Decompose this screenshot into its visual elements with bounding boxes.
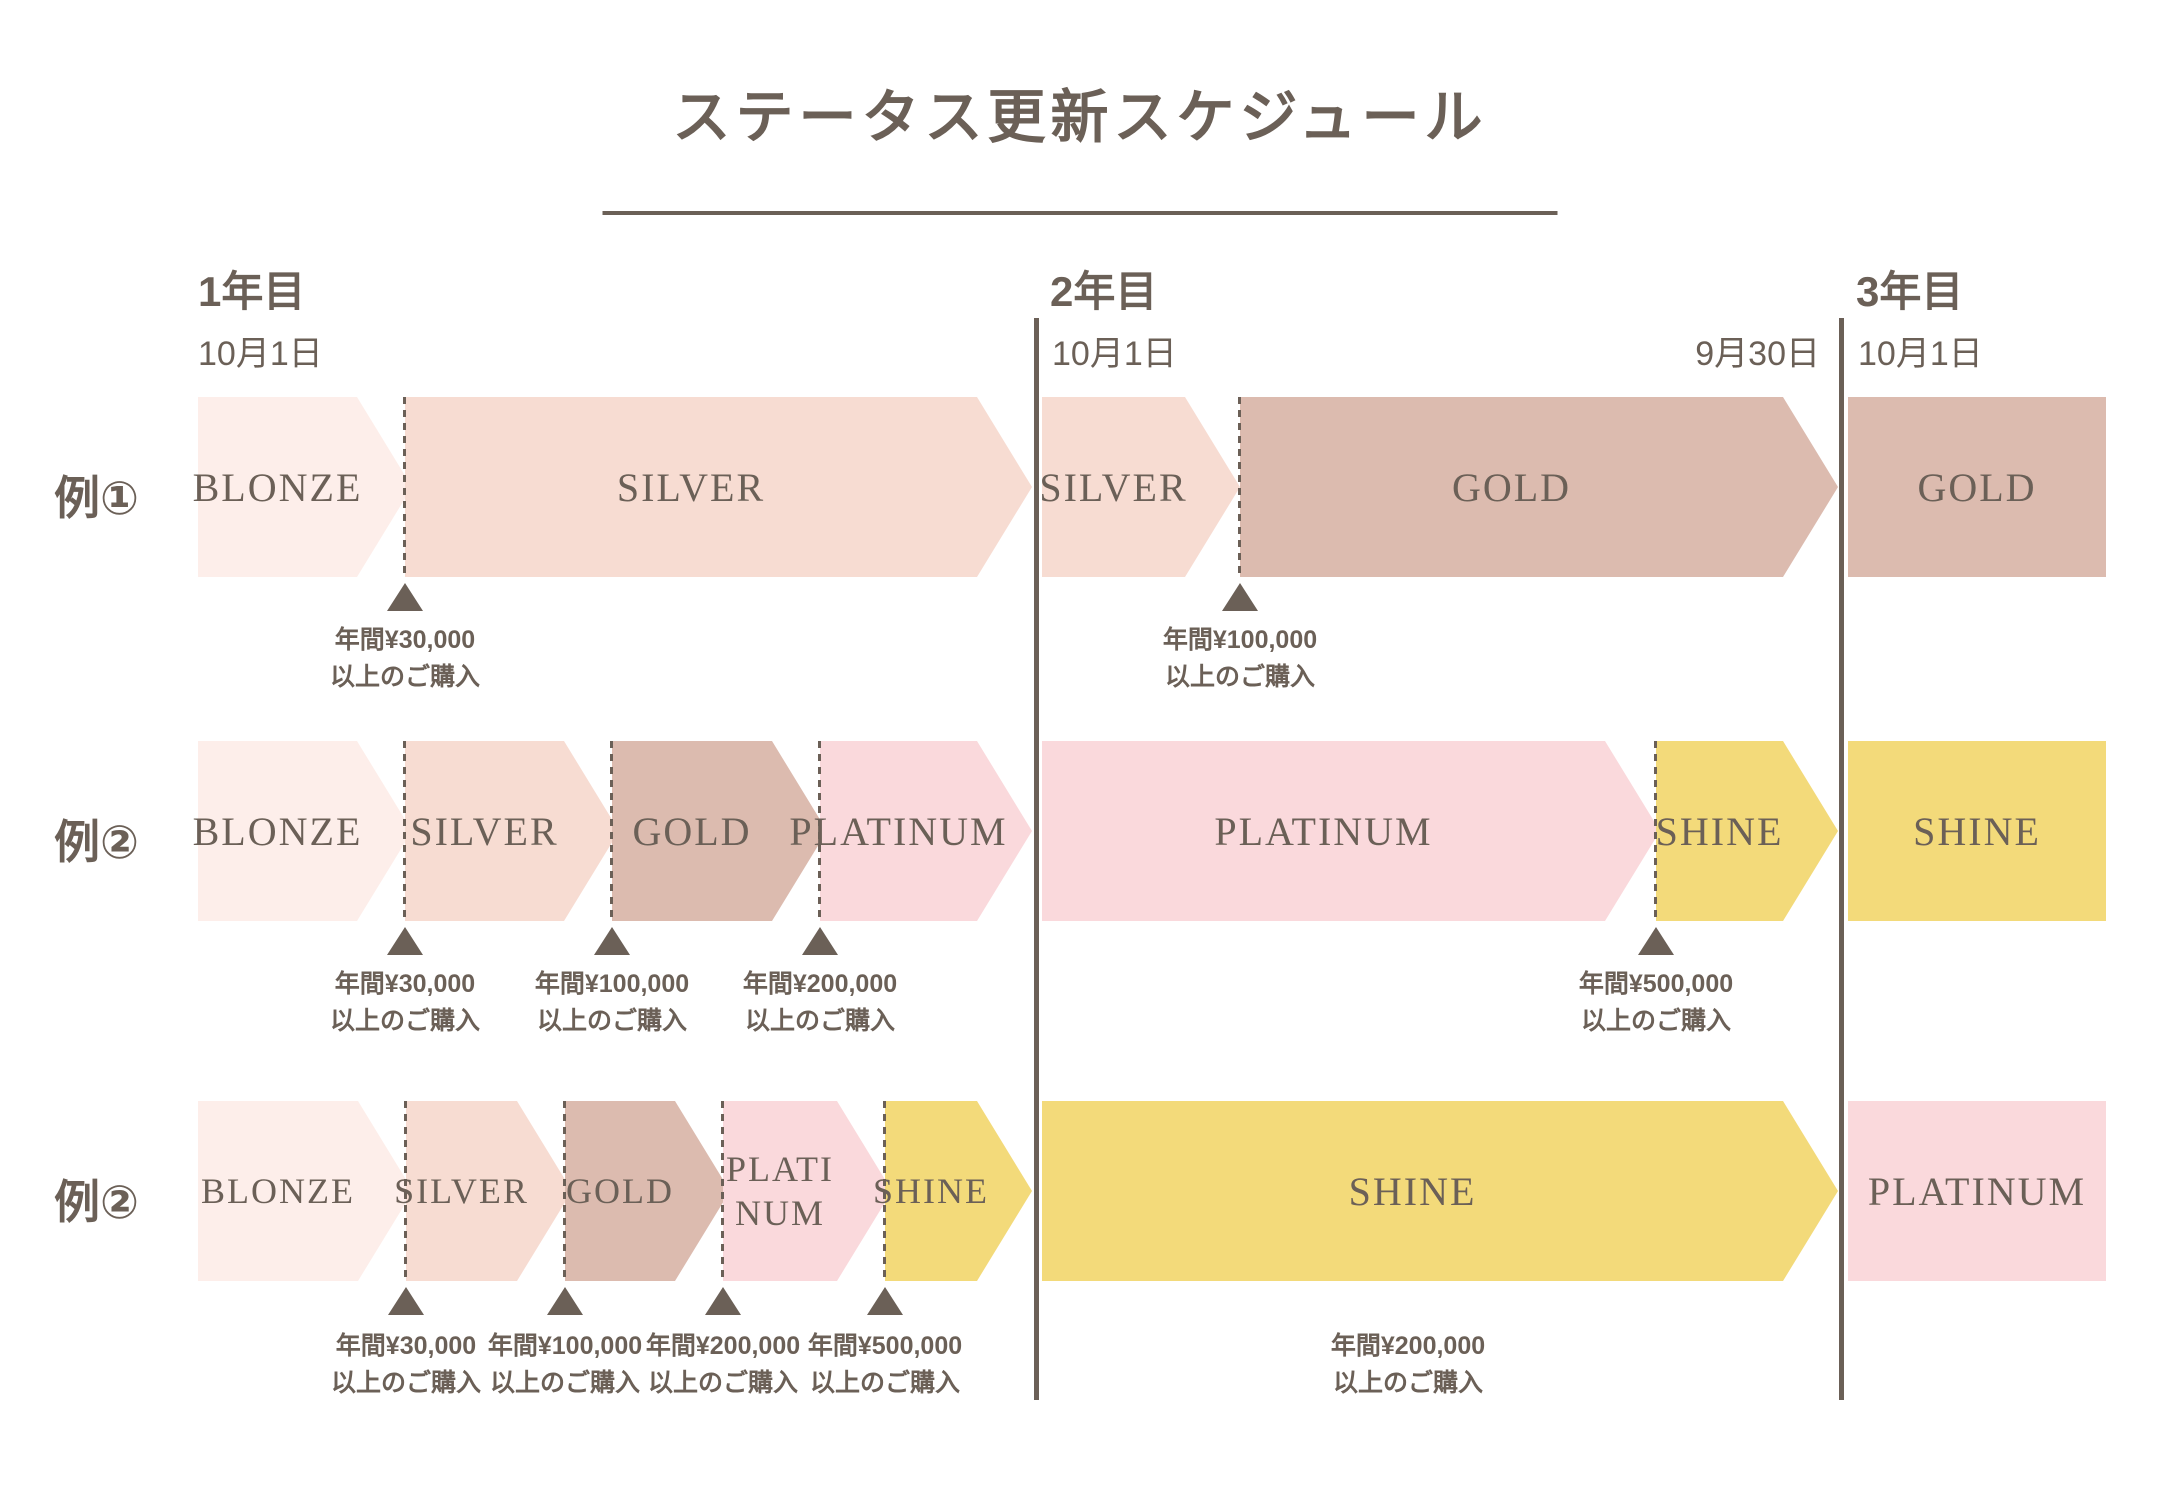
year-2-divider-line (1034, 318, 1039, 1400)
year-2-start-date: 10月1日 (1052, 335, 1177, 373)
status-change-dotted-line (1654, 741, 1657, 921)
up-triangle-marker-icon (1638, 927, 1674, 955)
status-change-dotted-line (610, 741, 613, 921)
year-1-label: 1年目 (198, 268, 306, 315)
purchase-threshold-note: 年間¥500,000 以上のご購入 (1578, 970, 1734, 1035)
year-2-end-date: 9月30日 (1695, 335, 1820, 373)
row3-segment-silver: SILVER (394, 1101, 572, 1281)
row2-segment-platinum-y1: PLATINUM (789, 741, 1032, 921)
up-triangle-marker-icon (388, 1287, 424, 1315)
row3-segment-shine-y1: SHINE (873, 1101, 1032, 1281)
row2-segment-silver: SILVER (405, 741, 619, 921)
up-triangle-marker-icon (1222, 583, 1258, 611)
up-triangle-marker-icon (387, 927, 423, 955)
row1-segment-gold-y2: GOLD (1240, 397, 1838, 577)
purchase-threshold-note: 年間¥200,000 以上のご購入 (742, 970, 898, 1035)
title-underline (602, 211, 1558, 215)
row3-segment-shine-y2: SHINE (1042, 1101, 1838, 1281)
purchase-threshold-note: 年間¥30,000 以上のご購入 (329, 626, 481, 691)
status-change-dotted-line (563, 1101, 566, 1281)
status-change-dotted-line (1238, 397, 1241, 577)
row2-segment-gold: GOLD (612, 741, 827, 921)
rect-shape (1848, 1101, 2106, 1281)
up-triangle-marker-icon (547, 1287, 583, 1315)
purchase-threshold-note: 年間¥200,000 以上のご購入 (1330, 1332, 1486, 1397)
row2-segment-shine-y2: SHINE (1656, 741, 1838, 921)
row2-segment-blonze: BLONZE (193, 741, 412, 921)
status-change-dotted-line (403, 741, 406, 921)
row1-segment-blonze: BLONZE (193, 397, 412, 577)
rect-shape (1848, 741, 2106, 921)
row1-segment-silver-y2: SILVER (1039, 397, 1240, 577)
example-2-label: 例② (54, 816, 139, 868)
example-3-label: 例② (54, 1176, 139, 1228)
page-title: ステータス更新スケジュール (672, 85, 1488, 150)
purchase-threshold-note: 年間¥30,000 以上のご購入 (330, 1332, 482, 1397)
status-change-dotted-line (883, 1101, 886, 1281)
up-triangle-marker-icon (594, 927, 630, 955)
chevron-shape (405, 397, 1032, 577)
year-2-label: 2年目 (1050, 268, 1158, 315)
year-1-start-date: 10月1日 (198, 335, 323, 373)
purchase-threshold-note: 年間¥200,000 以上のご購入 (645, 1332, 801, 1397)
year-3-divider-line (1839, 318, 1844, 1400)
purchase-threshold-note: 年間¥100,000 以上のご購入 (487, 1332, 643, 1397)
year-3-start-date: 10月1日 (1858, 335, 1983, 373)
year-3-label: 3年目 (1856, 268, 1964, 315)
purchase-threshold-note: 年間¥100,000 以上のご購入 (534, 970, 690, 1035)
up-triangle-marker-icon (705, 1287, 741, 1315)
purchase-threshold-note: 年間¥100,000 以上のご購入 (1162, 626, 1318, 691)
example-1-label: 例① (54, 472, 139, 524)
row1-segment-gold-y3: GOLD (1848, 397, 2106, 577)
chevron-shape (1240, 397, 1838, 577)
status-change-dotted-line (403, 397, 406, 577)
up-triangle-marker-icon (867, 1287, 903, 1315)
up-triangle-marker-icon (387, 583, 423, 611)
chevron-shape (1042, 741, 1660, 921)
row2-segment-shine-y3: SHINE (1848, 741, 2106, 921)
row3-segment-gold: GOLD (565, 1101, 730, 1281)
row3-segment-platinum-y3: PLATINUM (1848, 1101, 2106, 1281)
up-triangle-marker-icon (802, 927, 838, 955)
row3-segment-blonze: BLONZE (198, 1101, 413, 1281)
chevron-shape (1042, 1101, 1838, 1281)
purchase-threshold-note: 年間¥30,000 以上のご購入 (329, 970, 481, 1035)
status-change-dotted-line (404, 1101, 407, 1281)
rect-shape (1848, 397, 2106, 577)
status-change-dotted-line (721, 1101, 724, 1281)
row3-segment-platinum-y1: PLATI NUM (723, 1101, 892, 1281)
purchase-threshold-note: 年間¥500,000 以上のご購入 (807, 1332, 963, 1397)
row2-segment-platinum-y2: PLATINUM (1042, 741, 1660, 921)
status-change-dotted-line (818, 741, 821, 921)
row1-segment-silver-y1: SILVER (405, 397, 1032, 577)
